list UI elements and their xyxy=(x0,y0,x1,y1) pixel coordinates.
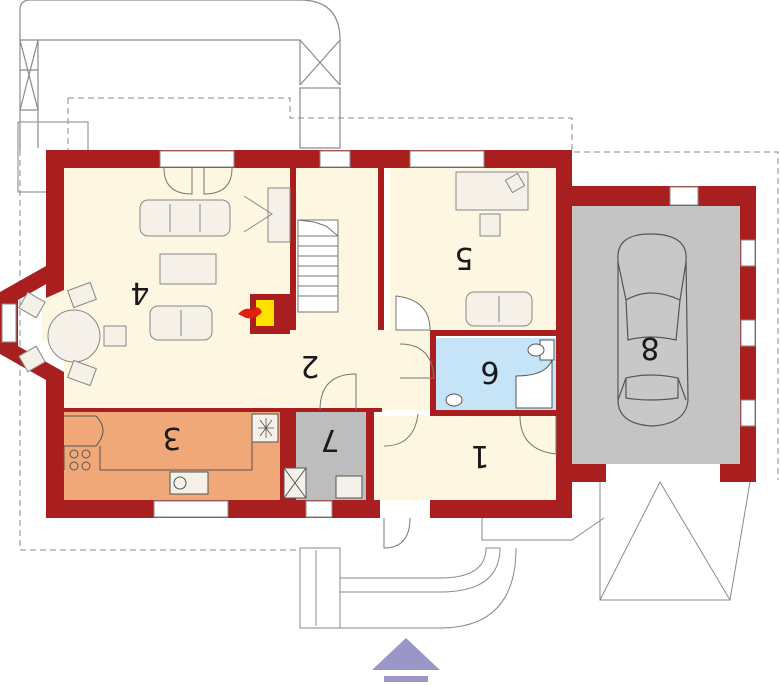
window-5-top xyxy=(409,150,485,168)
living-furniture xyxy=(18,187,291,387)
car-icon xyxy=(617,233,689,427)
wall-3-top xyxy=(64,408,296,412)
wall-5-6 xyxy=(430,330,556,336)
window-3-bottom xyxy=(153,500,229,518)
side-table xyxy=(103,325,127,347)
window-4-top xyxy=(159,150,235,168)
room-label-2: 2 xyxy=(300,348,319,383)
coffee-table xyxy=(159,253,217,285)
room-labels: 4 2 5 6 1 3 7 8 xyxy=(130,240,659,473)
wall-top xyxy=(46,150,572,298)
window-bay-left xyxy=(1,303,17,343)
window-garage-top xyxy=(669,186,699,206)
door-2-6 xyxy=(399,343,435,379)
window-garage-r2 xyxy=(740,319,756,347)
room-label-8: 8 xyxy=(640,330,659,365)
staircase xyxy=(297,219,339,313)
wall-6-1 xyxy=(430,410,556,416)
door-5 xyxy=(395,295,431,331)
wall-7-right xyxy=(366,408,374,504)
room-label-5: 5 xyxy=(454,240,473,275)
wall-7-top xyxy=(296,408,382,412)
wall-bottom xyxy=(46,412,380,518)
door-7 xyxy=(319,373,357,411)
room-label-1: 1 xyxy=(470,438,489,473)
window-garage-r1 xyxy=(740,239,756,267)
door-entry xyxy=(383,517,411,549)
exterior-outline xyxy=(299,480,751,629)
wall-garage xyxy=(556,168,756,500)
room-label-4: 4 xyxy=(130,275,149,310)
utility-fixtures xyxy=(283,467,363,499)
room-3-floor xyxy=(64,410,280,500)
up-triangle-icon xyxy=(372,638,440,682)
dining-table xyxy=(47,309,101,363)
doors xyxy=(163,167,557,549)
window-7-bottom xyxy=(305,500,333,518)
office-furniture xyxy=(455,171,533,327)
kitchen-fixtures xyxy=(63,413,279,495)
fireplace xyxy=(238,300,274,326)
wall-hall-5 xyxy=(378,168,384,330)
wall-stairs-left xyxy=(290,168,296,330)
window-2-top xyxy=(319,150,351,168)
wall-garage-bottom xyxy=(556,464,606,518)
room-label-7: 7 xyxy=(320,422,339,457)
door-terrace xyxy=(163,167,233,195)
room-1-floor xyxy=(374,416,556,500)
tv-unit xyxy=(267,187,291,243)
door-1-left xyxy=(383,413,419,447)
wall-bottom-right xyxy=(430,500,572,518)
wall-bay xyxy=(0,250,64,412)
window-garage-r3 xyxy=(740,399,756,427)
bathroom-fixtures xyxy=(445,339,555,409)
room-4-floor xyxy=(42,168,296,408)
windows xyxy=(1,150,756,518)
room-label-6: 6 xyxy=(480,354,499,389)
door-garage xyxy=(519,415,557,455)
room-label-3: 3 xyxy=(162,420,181,455)
sofa-top xyxy=(139,199,231,237)
